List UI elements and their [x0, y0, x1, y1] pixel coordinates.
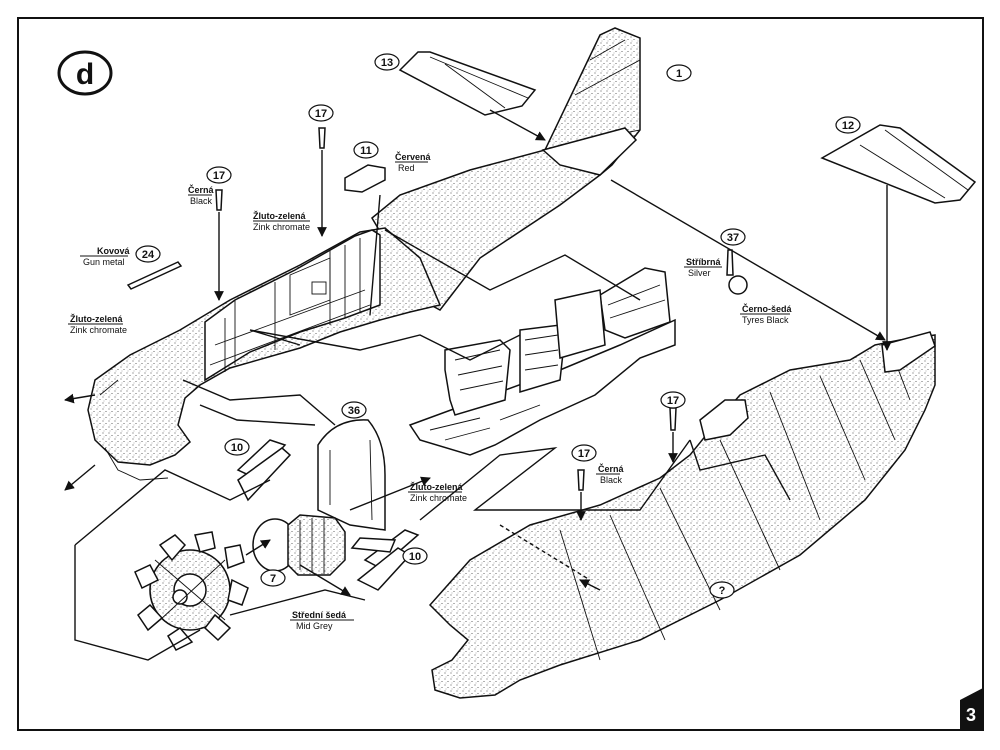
page-border — [17, 17, 984, 731]
svg-text:Černo-šedá: Černo-šedá — [742, 303, 793, 314]
svg-text:13: 13 — [381, 57, 393, 69]
pins-parts — [215, 127, 677, 491]
paint-label-tyres-black: Černo-šedá Tyres Black — [740, 303, 793, 325]
callout-1: 1 — [666, 64, 692, 82]
svg-text:?: ? — [719, 585, 726, 597]
step-letter: d — [76, 58, 94, 91]
svg-text:Kovová: Kovová — [97, 246, 131, 256]
svg-text:12: 12 — [842, 120, 854, 132]
svg-text:Žluto-zelená: Žluto-zelená — [253, 210, 306, 221]
svg-text:17: 17 — [213, 170, 225, 182]
callout-37: 37 — [720, 228, 746, 246]
svg-text:Černá: Černá — [188, 184, 215, 195]
callout-17-top: 17 — [308, 104, 334, 122]
svg-text:Červená: Červená — [395, 151, 432, 162]
callout-17-right-top: 17 — [660, 391, 686, 409]
svg-text:7: 7 — [270, 573, 276, 585]
svg-text:Žluto-zelená: Žluto-zelená — [70, 313, 123, 324]
callout-13: 13 — [374, 53, 400, 71]
svg-text:Silver: Silver — [688, 268, 711, 278]
svg-text:Red: Red — [398, 163, 415, 173]
svg-text:Stříbrná: Stříbrná — [686, 257, 722, 267]
paint-label-red: Červená Red — [395, 151, 432, 173]
svg-text:10: 10 — [231, 442, 243, 454]
paint-label-gun-metal: Kovová Gun metal — [80, 246, 131, 267]
svg-text:Zink chromate: Zink chromate — [410, 493, 467, 503]
svg-text:11: 11 — [360, 145, 372, 157]
svg-text:Zink chromate: Zink chromate — [253, 222, 310, 232]
callout-10-left: 10 — [224, 438, 250, 456]
callout-unknown: ? — [709, 581, 735, 599]
callout-24: 24 — [135, 245, 161, 263]
svg-text:Zink chromate: Zink chromate — [70, 325, 127, 335]
svg-text:1: 1 — [676, 68, 682, 80]
svg-text:10: 10 — [409, 551, 421, 563]
step-badge: d — [57, 50, 113, 96]
svg-text:24: 24 — [142, 249, 155, 261]
cockpit-assembly — [408, 267, 676, 456]
svg-text:Mid Grey: Mid Grey — [296, 621, 333, 631]
svg-text:17: 17 — [315, 108, 327, 120]
paint-label-zinc-top: Žluto-zelená Zink chromate — [253, 210, 310, 232]
radial-engine-part — [134, 531, 249, 651]
page-number: 3 — [966, 705, 976, 725]
callout-10-right: 10 — [402, 547, 428, 565]
callout-36: 36 — [341, 401, 367, 419]
pitot-part — [126, 261, 183, 290]
fuselage-right-half — [428, 331, 936, 699]
svg-text:Žluto-zelená: Žluto-zelená — [410, 481, 463, 492]
stabiliser-left-part — [398, 51, 537, 116]
svg-text:37: 37 — [727, 232, 739, 244]
assembly-leader-lines — [64, 109, 892, 661]
svg-text:Střední šedá: Střední šedá — [292, 610, 347, 620]
paint-label-mid-grey: Střední šedá Mid Grey — [290, 610, 354, 631]
callout-11: 11 — [353, 141, 379, 159]
stabiliser-right-part — [820, 124, 977, 204]
svg-text:Black: Black — [190, 196, 213, 206]
svg-text:Gun metal: Gun metal — [83, 257, 125, 267]
paint-label-black-left: Černá Black — [188, 184, 215, 206]
fuselage-left-half — [87, 227, 442, 481]
svg-text:Černá: Černá — [598, 463, 625, 474]
engine-rear-part — [252, 514, 346, 576]
callout-17-left: 17 — [206, 166, 232, 184]
paint-label-black-right: Černá Black — [596, 463, 625, 485]
paint-label-zinc-left: Žluto-zelená Zink chromate — [68, 313, 127, 335]
svg-text:17: 17 — [578, 448, 590, 460]
paint-label-silver: Stříbrná Silver — [684, 257, 722, 278]
tailwheel-part — [726, 249, 748, 295]
engine-mount-part — [236, 439, 420, 591]
red-light-part — [344, 164, 386, 193]
svg-text:17: 17 — [667, 395, 679, 407]
callout-12: 12 — [835, 116, 861, 134]
svg-text:Black: Black — [600, 475, 623, 485]
firewall-part — [317, 419, 386, 531]
callout-17-right: 17 — [571, 444, 597, 462]
svg-text:36: 36 — [348, 405, 360, 417]
callout-7: 7 — [260, 569, 286, 587]
svg-text:Tyres Black: Tyres Black — [742, 315, 789, 325]
paint-label-zinc-middle: Žluto-zelená Zink chromate — [408, 481, 467, 503]
page-number-tab: 3 — [960, 688, 983, 730]
